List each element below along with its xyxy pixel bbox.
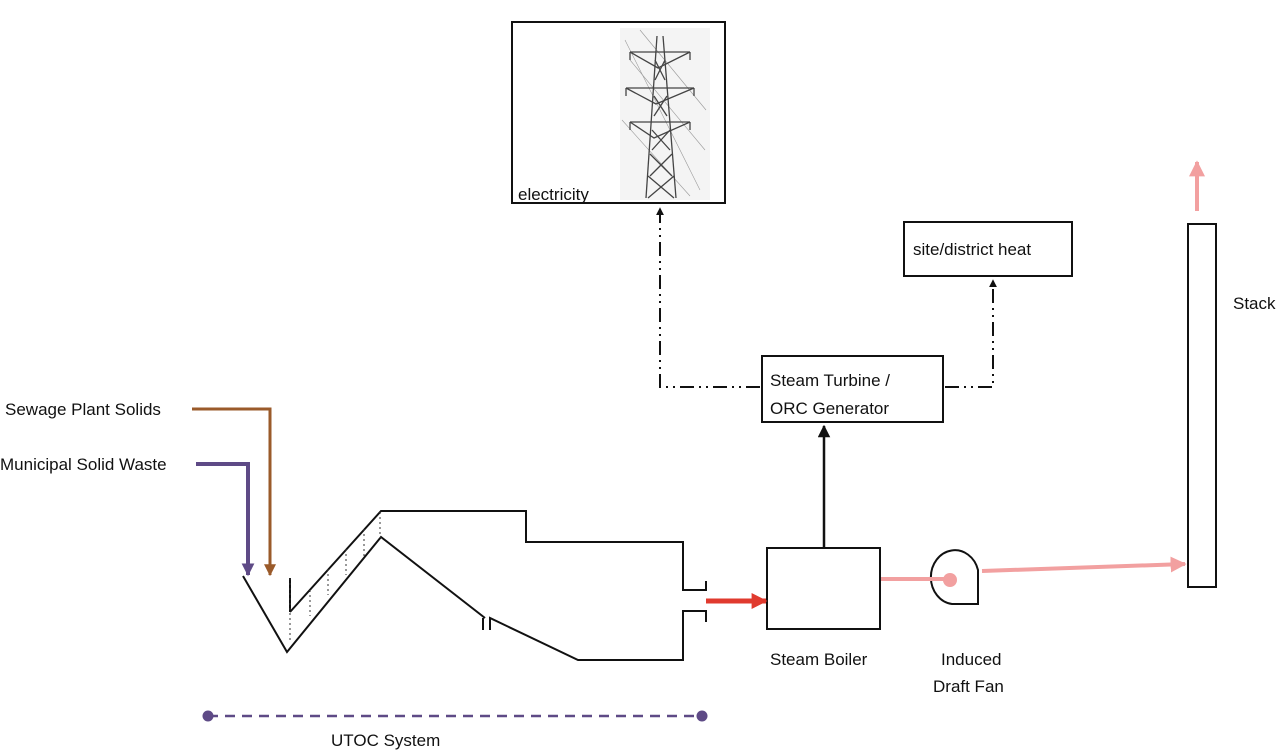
district-heat-box: site/district heat [903, 221, 1073, 277]
steam-turbine-box: Steam Turbine / ORC Generator [761, 355, 944, 423]
fan-label-line1: Induced [941, 650, 1002, 669]
turbine-label-line2: ORC Generator [770, 399, 889, 418]
transmission-tower-icon [620, 28, 710, 200]
utoc-system-marker [202, 710, 708, 722]
stack: Stack [1187, 223, 1276, 588]
district-heat-label: site/district heat [913, 240, 1031, 259]
msw-feed-line [196, 462, 255, 577]
steam-boiler-label: Steam Boiler [770, 650, 868, 669]
steam-boiler: Steam Boiler [766, 547, 881, 669]
sewage-feed-line [192, 407, 276, 577]
electricity-label: electricity [518, 185, 589, 204]
utoc-label: UTOC System [331, 731, 440, 750]
msw-label: Municipal Solid Waste [0, 455, 167, 474]
stack-label: Stack [1233, 294, 1276, 313]
utoc-system-outline [242, 510, 707, 661]
electricity-line [656, 207, 760, 388]
electricity-box: electricity [511, 21, 726, 204]
fan-label-line2: Draft Fan [933, 677, 1004, 696]
sewage-label: Sewage Plant Solids [5, 400, 161, 419]
turbine-label-line1: Steam Turbine / [770, 371, 890, 390]
heat-line [945, 279, 997, 388]
utoc-grate-hatching [289, 512, 381, 640]
flue-gas-flow [881, 160, 1205, 581]
fan-icon [929, 549, 979, 605]
